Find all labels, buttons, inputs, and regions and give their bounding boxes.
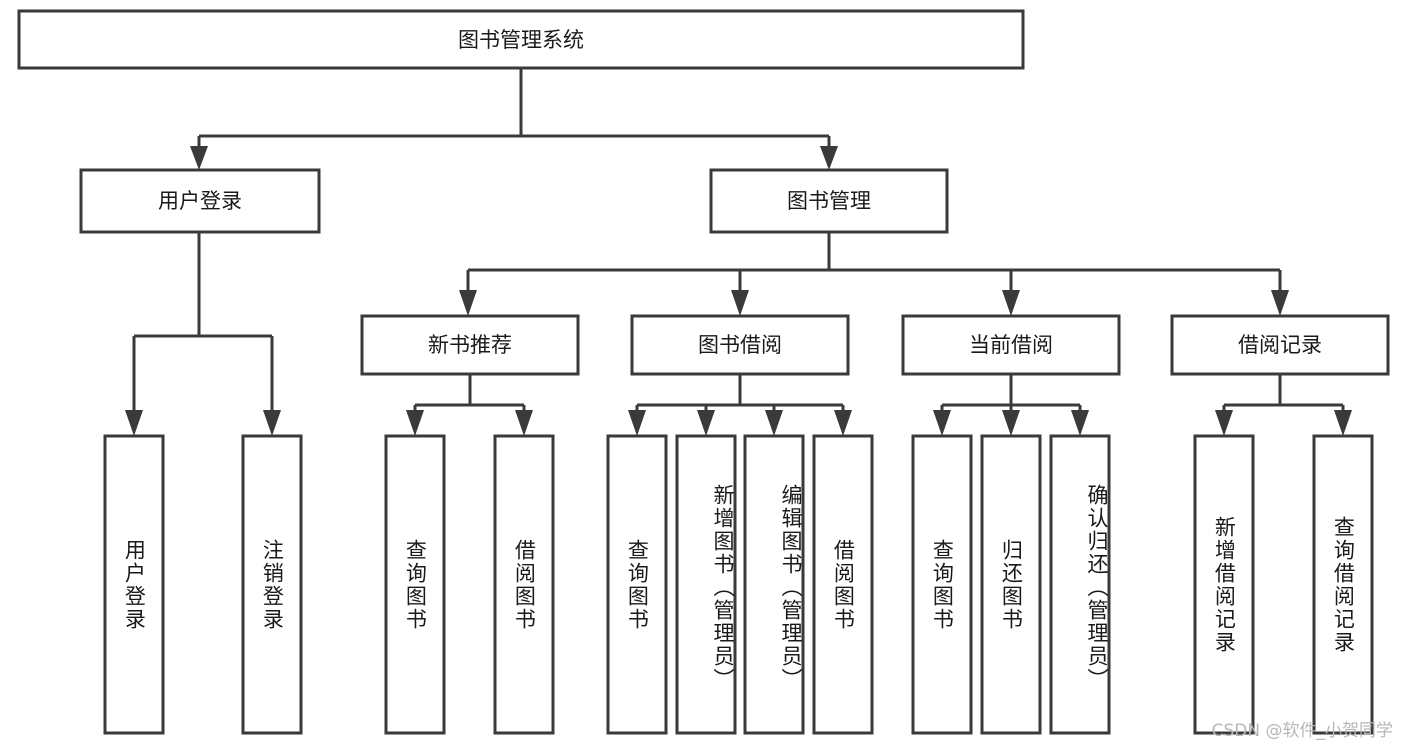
arrow-head-leaf-borrow-book-1 <box>515 410 533 436</box>
leaf-user-logout-box[interactable] <box>241 434 303 735</box>
arrow-head-current-borrow <box>1002 290 1020 316</box>
node-current-borrow-label: 当前借阅 <box>969 333 1053 357</box>
leaf-confirm-return-box[interactable] <box>1049 434 1111 735</box>
leaf-add-book-box[interactable] <box>675 434 737 735</box>
csdn-watermark: CSDN @软件_小贺同学 <box>1211 721 1393 741</box>
node-book-borrow-label: 图书借阅 <box>698 333 782 357</box>
node-root-box[interactable] <box>17 9 1025 70</box>
node-root-label: 图书管理系统 <box>458 28 584 52</box>
arrow-head-leaf-user-logout <box>263 410 281 436</box>
arrow-head-leaf-query-book-2 <box>628 410 646 436</box>
connector-layer <box>125 68 1352 436</box>
node-book-manage-label: 图书管理 <box>787 189 871 213</box>
arrow-head-leaf-add-book <box>697 410 715 436</box>
leaf-query-record-box[interactable] <box>1312 434 1374 735</box>
arrow-head-leaf-add-record <box>1215 410 1233 436</box>
node-layer: 图书管理系统 用户登录 图书管理 新书推荐 图书借阅 当前借阅 借阅记录 <box>17 9 1390 735</box>
leaf-add-record-box[interactable] <box>1193 434 1255 735</box>
node-current-borrow-box[interactable] <box>901 314 1121 376</box>
arrow-head-leaf-query-record <box>1334 410 1352 436</box>
arrow-head-leaf-confirm-return <box>1071 410 1089 436</box>
arrow-head-leaf-user-login <box>125 410 143 436</box>
node-book-manage-box[interactable] <box>709 168 949 234</box>
arrow-head-borrow-record <box>1271 290 1289 316</box>
leaf-query-book-1-box[interactable] <box>384 434 446 735</box>
node-new-book-rec-box[interactable] <box>360 314 580 376</box>
leaf-query-book-3-box[interactable] <box>911 434 973 735</box>
arrow-head-leaf-edit-book <box>765 410 783 436</box>
node-borrow-record-box[interactable] <box>1170 314 1390 376</box>
leaf-borrow-book-1-box[interactable] <box>493 434 555 735</box>
arrow-head-leaf-borrow-book-2 <box>834 410 852 436</box>
arrow-head-leaf-return-book <box>1002 410 1020 436</box>
leaf-return-book-box[interactable] <box>980 434 1042 735</box>
node-user-login-box[interactable] <box>79 168 321 234</box>
leaf-user-login-box[interactable] <box>103 434 165 735</box>
node-new-book-rec-label: 新书推荐 <box>428 333 512 357</box>
arrow-head-new-book-rec <box>459 290 477 316</box>
leaf-query-book-2-box[interactable] <box>606 434 668 735</box>
node-book-borrow-box[interactable] <box>630 314 850 376</box>
leaf-borrow-book-2-box[interactable] <box>812 434 874 735</box>
arrow-head-user-login <box>190 146 208 170</box>
arrow-head-leaf-query-book-1 <box>406 410 424 436</box>
arrow-head-book-borrow <box>731 290 749 316</box>
node-borrow-record-label: 借阅记录 <box>1238 333 1322 357</box>
node-user-login-label: 用户登录 <box>158 189 242 213</box>
arrow-head-leaf-query-book-3 <box>933 410 951 436</box>
leaf-edit-book-box[interactable] <box>743 434 805 735</box>
arrow-head-book-manage <box>820 146 838 170</box>
